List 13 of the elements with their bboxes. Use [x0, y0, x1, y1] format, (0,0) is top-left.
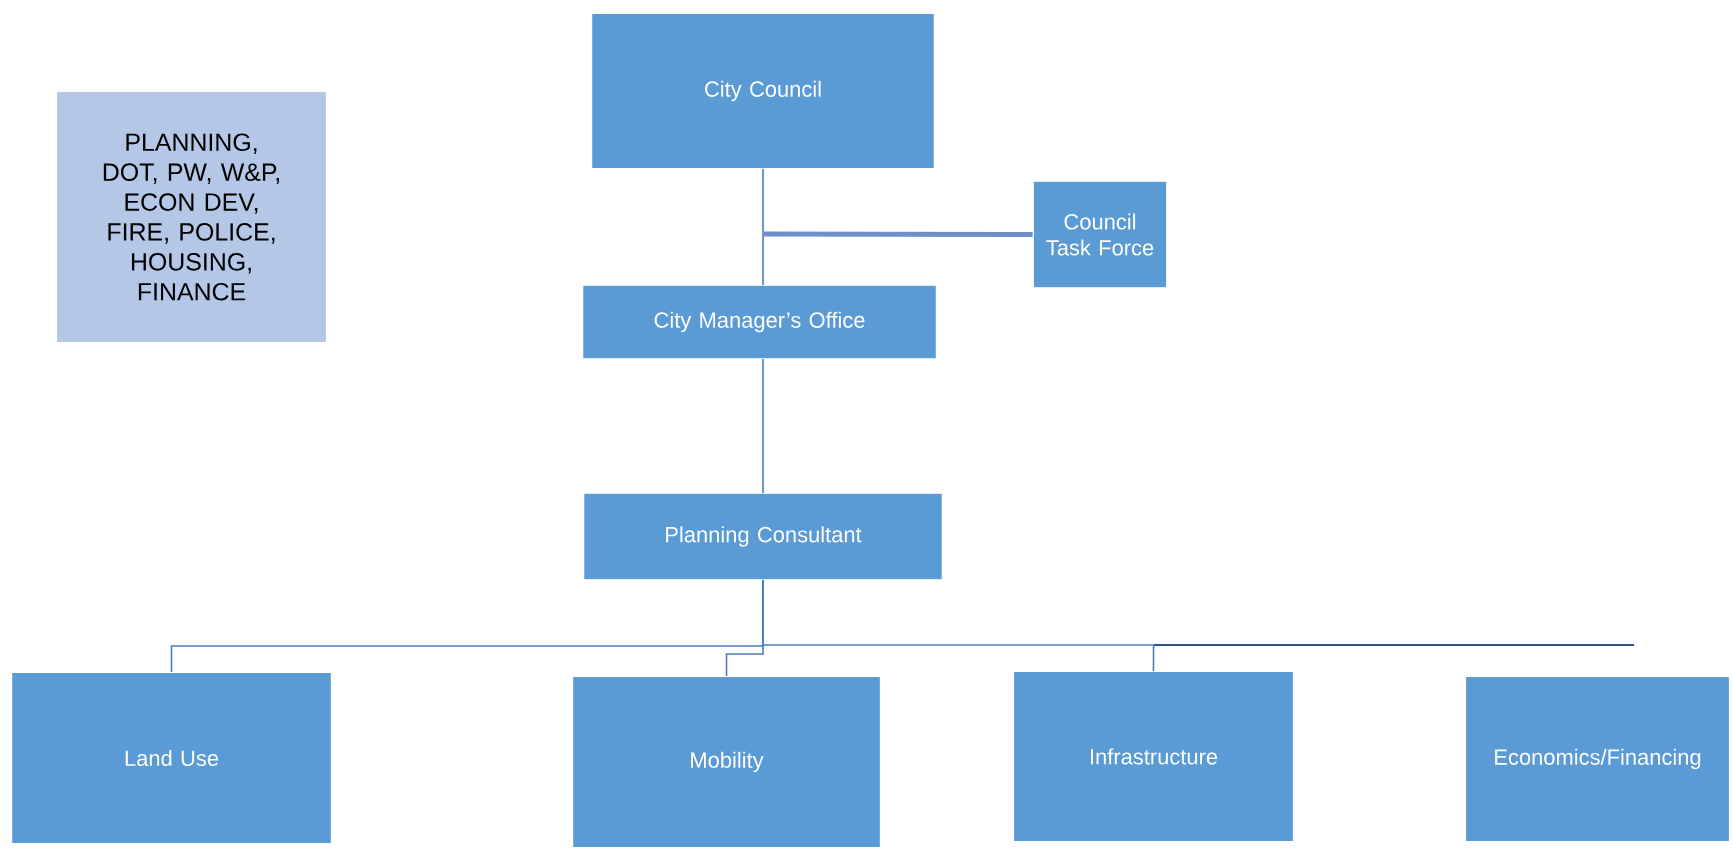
org-box: Planning Consultant	[583, 492, 943, 581]
org-box: Economics/Financing	[1464, 675, 1731, 843]
connector-line	[762, 579, 1155, 672]
org-box: Infrastructure	[1012, 670, 1295, 843]
connector-line	[763, 231, 1033, 237]
org-box: City Council	[591, 12, 935, 170]
org-box: Mobility	[572, 675, 882, 849]
department-list-box: PLANNING, DOT, PW, W&P, ECON DEV, FIRE, POLICE, HOUSING, FINANCE	[55, 90, 328, 344]
org-box: Land Use	[11, 671, 333, 845]
org-box: City Manager’s Office	[582, 284, 937, 360]
connector-line	[762, 358, 764, 494]
org-box: Council Task Force	[1032, 180, 1168, 289]
connector-line	[762, 168, 764, 286]
